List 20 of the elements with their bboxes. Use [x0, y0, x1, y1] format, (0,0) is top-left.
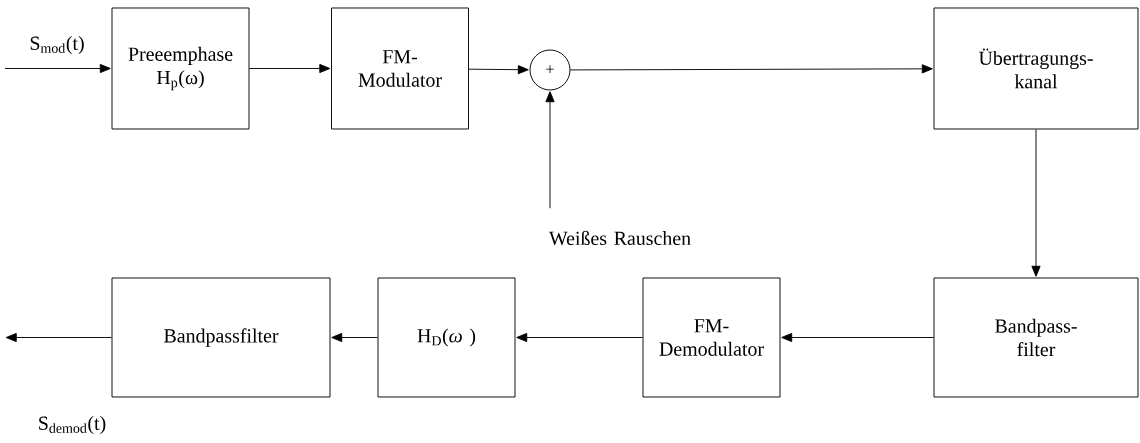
arrow — [4, 63, 111, 74]
arrow — [545, 91, 555, 209]
process-box: Preeemphase H$_{p}$(ω) — [111, 7, 250, 130]
arrow — [468, 65, 529, 75]
process-box: H$_{D}$(ω ) — [377, 277, 516, 398]
process-box: FM- Modulator — [331, 7, 469, 130]
process-box: Übertragungs- kanal — [933, 7, 1139, 130]
node-text: Weißes Rauschen — [548, 230, 691, 246]
arrow — [781, 332, 934, 343]
edge-label: S$_{demod}$(t) — [39, 415, 106, 434]
process-box: Bandpassfilter — [111, 277, 331, 398]
arrow — [249, 63, 331, 74]
arrow — [1031, 129, 1041, 277]
arrow — [5, 332, 112, 343]
arrow — [516, 332, 643, 343]
arrow — [570, 64, 933, 74]
process-box: FM- Demodulator — [642, 277, 781, 398]
process-box: Bandpass- filter — [933, 277, 1139, 398]
edge-label: S$_{mod}$(t) — [30, 35, 84, 55]
arrow — [331, 332, 378, 343]
